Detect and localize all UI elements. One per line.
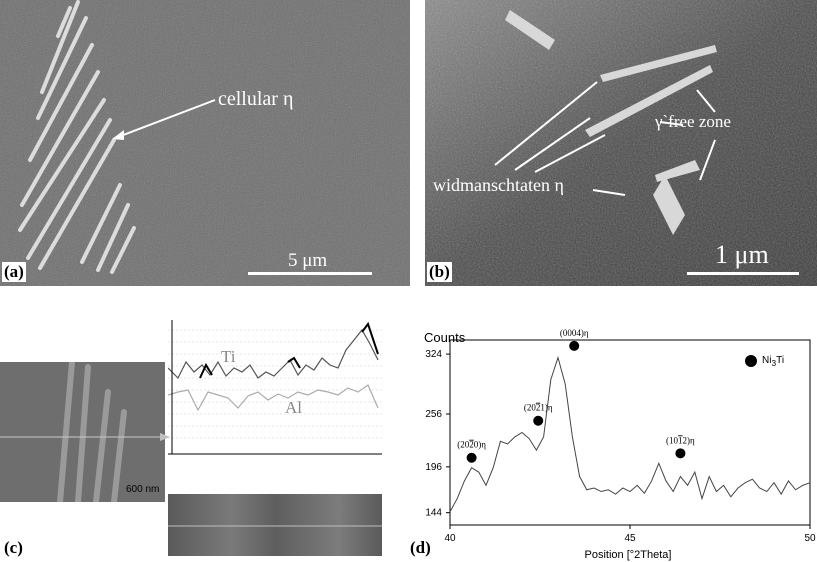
scale-label-c: 600 nm	[126, 484, 160, 495]
legend-label: Ni3Ti	[762, 355, 785, 368]
scale-bar-b	[687, 272, 799, 275]
plot-frame	[449, 339, 811, 526]
y-axis-label: Counts	[424, 330, 466, 345]
panel-label-c: (c)	[4, 538, 23, 557]
peak-marker	[675, 448, 686, 459]
peak-label: (2021)η	[524, 403, 553, 413]
widmanstatten-plates	[505, 10, 717, 235]
scale-label-b: 1 μm	[715, 240, 769, 269]
sem-image-b	[425, 0, 817, 286]
xrd-chart: Counts Position [°2Theta] 144 196 256 324 40…	[424, 328, 816, 561]
y-tick-label: 256	[425, 409, 442, 420]
sem-panel-c: 600 nm	[0, 362, 165, 502]
y-tick-label: 144	[425, 508, 442, 519]
arrowhead-cellular	[112, 130, 124, 140]
annotation-cellular: cellular η	[218, 88, 294, 110]
peak-label: (0004)η	[560, 328, 589, 338]
x-tick-label: 45	[624, 533, 636, 544]
cellular-lamellae	[18, 0, 136, 274]
y-tick-label: 196	[425, 462, 442, 473]
panel-label-d: (d)	[410, 538, 431, 557]
scale-bar-a	[248, 272, 372, 275]
peak-label: (2020)η	[457, 440, 486, 450]
sem-panel-b: γ`free zone widmanschtaten η 1 μm (b)	[425, 0, 817, 286]
annotation-widmanstatten: widmanschtaten η	[433, 175, 564, 195]
arrows-b	[494, 81, 716, 196]
x-tick-label: 40	[444, 533, 456, 544]
panel-label-a: (a)	[2, 262, 26, 282]
xrd-series-line	[449, 355, 811, 513]
al-label: Al	[285, 398, 302, 417]
peak-marker	[569, 340, 580, 351]
arrow-cellular	[117, 99, 216, 138]
linescan-image-strip	[168, 494, 382, 556]
x-axis-label: Position [°2Theta]	[585, 549, 672, 561]
peak-marker	[533, 415, 544, 426]
ti-label: Ti	[221, 347, 236, 366]
annotation-gamma-free-zone: γ`free zone	[655, 112, 731, 131]
x-tick-label: 50	[804, 533, 816, 544]
linescan-plot: Ti Al	[168, 320, 382, 458]
sem-image-c	[0, 362, 165, 502]
y-tick-label: 324	[425, 349, 442, 360]
legend-marker	[745, 355, 757, 367]
sem-panel-a: cellular η 5 μm (a)	[0, 0, 410, 286]
linescan-svg	[168, 320, 382, 455]
xrd-panel: Counts Position [°2Theta] 144 196 256 324 40…	[410, 325, 817, 562]
al-linescan	[168, 384, 379, 412]
sem-image-a	[0, 0, 410, 286]
scale-label-a: 5 μm	[288, 250, 328, 271]
peak-marker	[466, 452, 477, 463]
arrow-linescan	[160, 433, 170, 441]
peak-label: (1012)η	[666, 435, 695, 445]
panel-label-b: (b)	[427, 262, 452, 282]
